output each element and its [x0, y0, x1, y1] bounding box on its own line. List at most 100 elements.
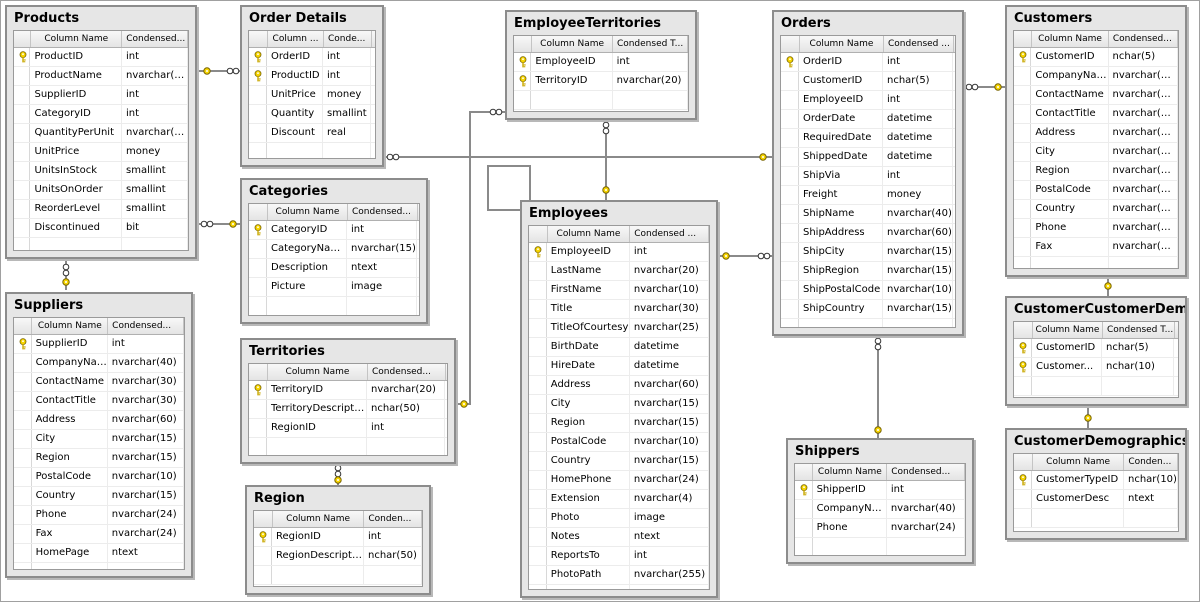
- column-type-cell[interactable]: nvarchar(15): [630, 452, 709, 470]
- empty-cell[interactable]: [367, 438, 445, 455]
- column-type-cell[interactable]: ntext: [1124, 490, 1178, 508]
- column-name-cell[interactable]: Quantity: [267, 105, 323, 123]
- empty-cell[interactable]: [813, 538, 887, 555]
- column-name-cell[interactable]: OrderID: [799, 53, 883, 71]
- column-type-cell[interactable]: nvarchar(15): [347, 240, 417, 258]
- column-name-cell[interactable]: Region: [547, 414, 630, 432]
- row-selector[interactable]: [14, 335, 32, 353]
- column-name-cell[interactable]: SupplierID: [32, 335, 108, 353]
- header-condensed-type[interactable]: Condensed ...: [884, 36, 954, 52]
- row-selector[interactable]: [249, 221, 267, 239]
- row-selector[interactable]: [14, 525, 32, 543]
- column-type-cell[interactable]: int: [364, 528, 422, 546]
- column-type-cell[interactable]: image: [630, 509, 709, 527]
- row-selector[interactable]: [529, 376, 547, 394]
- row-selector[interactable]: [254, 566, 272, 584]
- row-selector[interactable]: [781, 72, 799, 90]
- column-name-cell[interactable]: Customer...: [1032, 358, 1102, 376]
- column-name-cell[interactable]: CompanyName: [813, 500, 887, 518]
- column-type-cell[interactable]: datetime: [630, 338, 709, 356]
- table-row[interactable]: Customer...nchar(10): [1014, 358, 1178, 377]
- column-type-cell[interactable]: nvarchar(60): [883, 224, 953, 242]
- column-name-cell[interactable]: Freight: [799, 186, 883, 204]
- row-selector[interactable]: [781, 186, 799, 204]
- column-type-cell[interactable]: nvarchar(4): [630, 490, 709, 508]
- row-selector[interactable]: [529, 281, 547, 299]
- column-name-cell[interactable]: City: [32, 430, 108, 448]
- empty-cell[interactable]: [323, 143, 371, 158]
- column-type-cell[interactable]: nvarchar(60): [630, 376, 709, 394]
- column-name-cell[interactable]: EmployeeID: [531, 53, 613, 71]
- row-selector[interactable]: [781, 262, 799, 280]
- column-name-cell[interactable]: EmployeeID: [547, 243, 630, 261]
- column-type-cell[interactable]: nvarchar(24): [1109, 238, 1178, 256]
- column-type-cell[interactable]: int: [122, 48, 188, 66]
- column-name-cell[interactable]: ShipPostalCode: [799, 281, 883, 299]
- empty-row[interactable]: [1014, 377, 1178, 396]
- column-type-cell[interactable]: smallint: [122, 200, 188, 218]
- column-type-cell[interactable]: nvarchar(30): [108, 373, 184, 391]
- column-name-cell[interactable]: OrderDate: [799, 110, 883, 128]
- column-type-cell[interactable]: nvarchar(30): [1109, 86, 1178, 104]
- column-type-cell[interactable]: int: [367, 419, 445, 437]
- row-selector[interactable]: [249, 105, 267, 123]
- column-name-cell[interactable]: ShipAddress: [799, 224, 883, 242]
- column-type-cell[interactable]: smallint: [122, 181, 188, 199]
- header-condensed-type[interactable]: Condensed T...: [1103, 322, 1175, 338]
- empty-cell[interactable]: [1032, 509, 1124, 527]
- column-type-cell[interactable]: ntext: [347, 259, 417, 277]
- column-name-cell[interactable]: Picture: [267, 278, 347, 296]
- column-name-cell[interactable]: UnitPrice: [30, 143, 122, 161]
- column-type-cell[interactable]: nchar(5): [883, 72, 953, 90]
- column-type-cell[interactable]: nvarchar(10): [883, 281, 953, 299]
- row-selector[interactable]: [1014, 238, 1032, 256]
- row-selector[interactable]: [254, 547, 272, 565]
- row-selector[interactable]: [1014, 377, 1032, 395]
- column-name-cell[interactable]: PostalCode: [32, 468, 108, 486]
- column-name-cell[interactable]: Notes: [547, 528, 630, 546]
- column-name-cell[interactable]: Title: [547, 300, 630, 318]
- header-column-name[interactable]: Column Name: [1032, 31, 1109, 47]
- empty-row[interactable]: [249, 438, 447, 455]
- row-selector[interactable]: [781, 224, 799, 242]
- row-selector[interactable]: [14, 67, 31, 85]
- column-name-cell[interactable]: ReorderLevel: [30, 200, 122, 218]
- column-name-cell[interactable]: Phone: [1031, 219, 1109, 237]
- column-type-cell[interactable]: int: [887, 481, 965, 499]
- empty-row[interactable]: [529, 585, 709, 589]
- column-name-cell[interactable]: CustomerTypeID: [1032, 471, 1124, 489]
- column-type-cell[interactable]: datetime: [883, 110, 953, 128]
- column-name-cell[interactable]: OrderID: [267, 48, 323, 66]
- row-selector[interactable]: [249, 48, 267, 66]
- row-selector[interactable]: [781, 167, 799, 185]
- column-type-cell[interactable]: money: [122, 143, 188, 161]
- column-name-cell[interactable]: UnitsInStock: [30, 162, 122, 180]
